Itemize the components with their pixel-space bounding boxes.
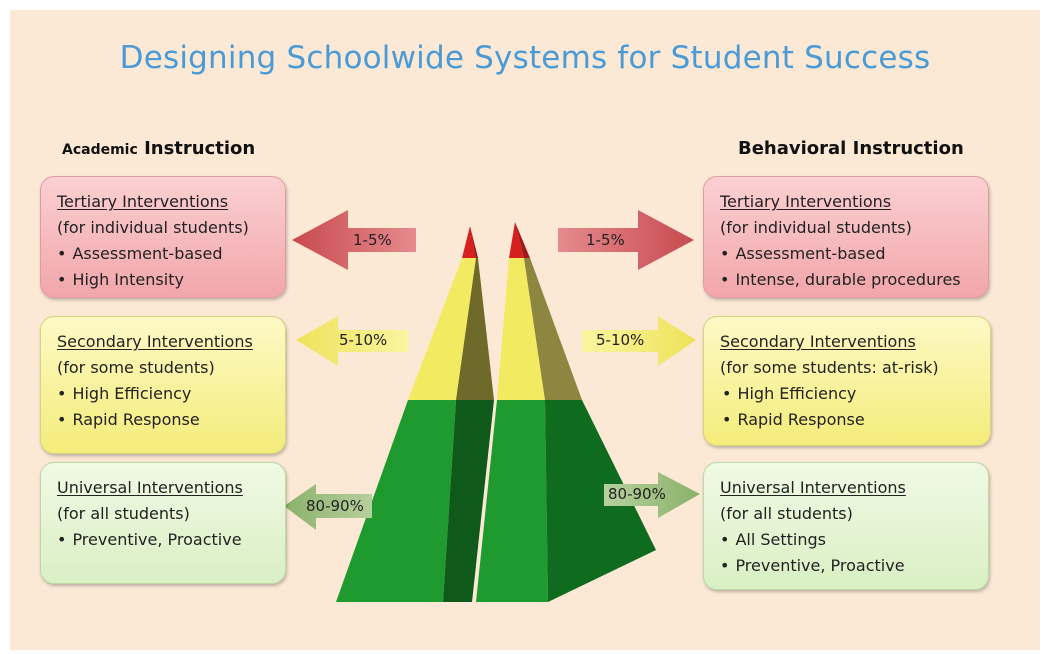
right-pyramid-green-front xyxy=(476,400,548,602)
right-universal-arrow xyxy=(604,472,700,518)
left-tertiary-arrow xyxy=(292,210,416,270)
left-pyramid-green-front xyxy=(336,400,456,602)
box-subheading: (for individual students) xyxy=(720,218,912,237)
left-pyramid-yellow-side xyxy=(456,258,494,400)
box-subheading: (for all students) xyxy=(57,504,190,523)
left-pyramid-yellow-front xyxy=(408,258,476,400)
academic-tertiary-box: Tertiary Interventions (for individual s… xyxy=(40,176,286,298)
box-item: All Settings xyxy=(720,527,974,553)
left-universal-percent: 80-90% xyxy=(306,497,364,515)
behavioral-secondary-box: Secondary Interventions (for some studen… xyxy=(703,316,991,446)
box-item: Preventive, Proactive xyxy=(57,527,271,553)
behavioral-universal-box: Universal Interventions (for all student… xyxy=(703,462,989,590)
right-pyramid-yellow-front xyxy=(497,258,545,400)
right-pyramid-green-side xyxy=(545,400,656,602)
box-subheading: (for some students: at-risk) xyxy=(720,358,939,377)
academic-universal-box: Universal Interventions (for all student… xyxy=(40,462,286,584)
left-tertiary-percent: 1-5% xyxy=(353,231,392,249)
box-item: Assessment-based xyxy=(57,241,271,267)
left-pyramid-red-front xyxy=(462,226,476,258)
right-secondary-arrow xyxy=(582,316,696,366)
box-item: High Efficiency xyxy=(57,381,271,407)
left-secondary-percent: 5-10% xyxy=(339,331,388,349)
behavioral-tertiary-box: Tertiary Interventions (for individual s… xyxy=(703,176,989,298)
left-pyramid-red-side xyxy=(470,226,478,258)
left-universal-arrow xyxy=(284,484,372,530)
behavioral-heading: Behavioral Instruction xyxy=(738,138,964,159)
right-pyramid-red-side xyxy=(515,222,530,258)
right-secondary-percent: 5-10% xyxy=(596,331,645,349)
box-item: Rapid Response xyxy=(57,407,271,433)
page-title: Designing Schoolwide Systems for Student… xyxy=(119,40,931,76)
left-pyramid-green-side xyxy=(443,400,494,602)
box-item: High Intensity xyxy=(57,267,271,293)
right-universal-percent: 80-90% xyxy=(608,485,666,503)
left-pyramid xyxy=(336,226,494,602)
right-tertiary-percent: 1-5% xyxy=(586,231,625,249)
box-item: Rapid Response xyxy=(720,407,976,433)
box-subheading: (for some students) xyxy=(57,358,215,377)
box-heading: Tertiary Interventions xyxy=(720,192,892,211)
box-item: High Efficiency xyxy=(720,381,976,407)
academic-secondary-box: Secondary Interventions (for some studen… xyxy=(40,316,286,454)
box-heading: Secondary Interventions xyxy=(720,332,916,351)
academic-heading-main: Instruction xyxy=(144,138,256,159)
right-pyramid xyxy=(476,222,656,602)
box-item: Preventive, Proactive xyxy=(720,553,974,579)
right-tertiary-arrow xyxy=(558,210,694,270)
box-item: Assessment-based xyxy=(720,241,974,267)
academic-heading: Academic Instruction xyxy=(62,138,255,159)
box-heading: Secondary Interventions xyxy=(57,332,253,351)
right-pyramid-red-front xyxy=(509,222,524,258)
box-subheading: (for all students) xyxy=(720,504,853,523)
academic-heading-small: Academic xyxy=(62,142,138,158)
box-heading: Universal Interventions xyxy=(57,478,243,497)
left-secondary-arrow xyxy=(296,316,408,366)
right-pyramid-yellow-side xyxy=(524,258,582,400)
box-item: Intense, durable procedures xyxy=(720,267,974,293)
box-subheading: (for individual students) xyxy=(57,218,249,237)
box-heading: Tertiary Interventions xyxy=(57,192,229,211)
box-heading: Universal Interventions xyxy=(720,478,906,497)
